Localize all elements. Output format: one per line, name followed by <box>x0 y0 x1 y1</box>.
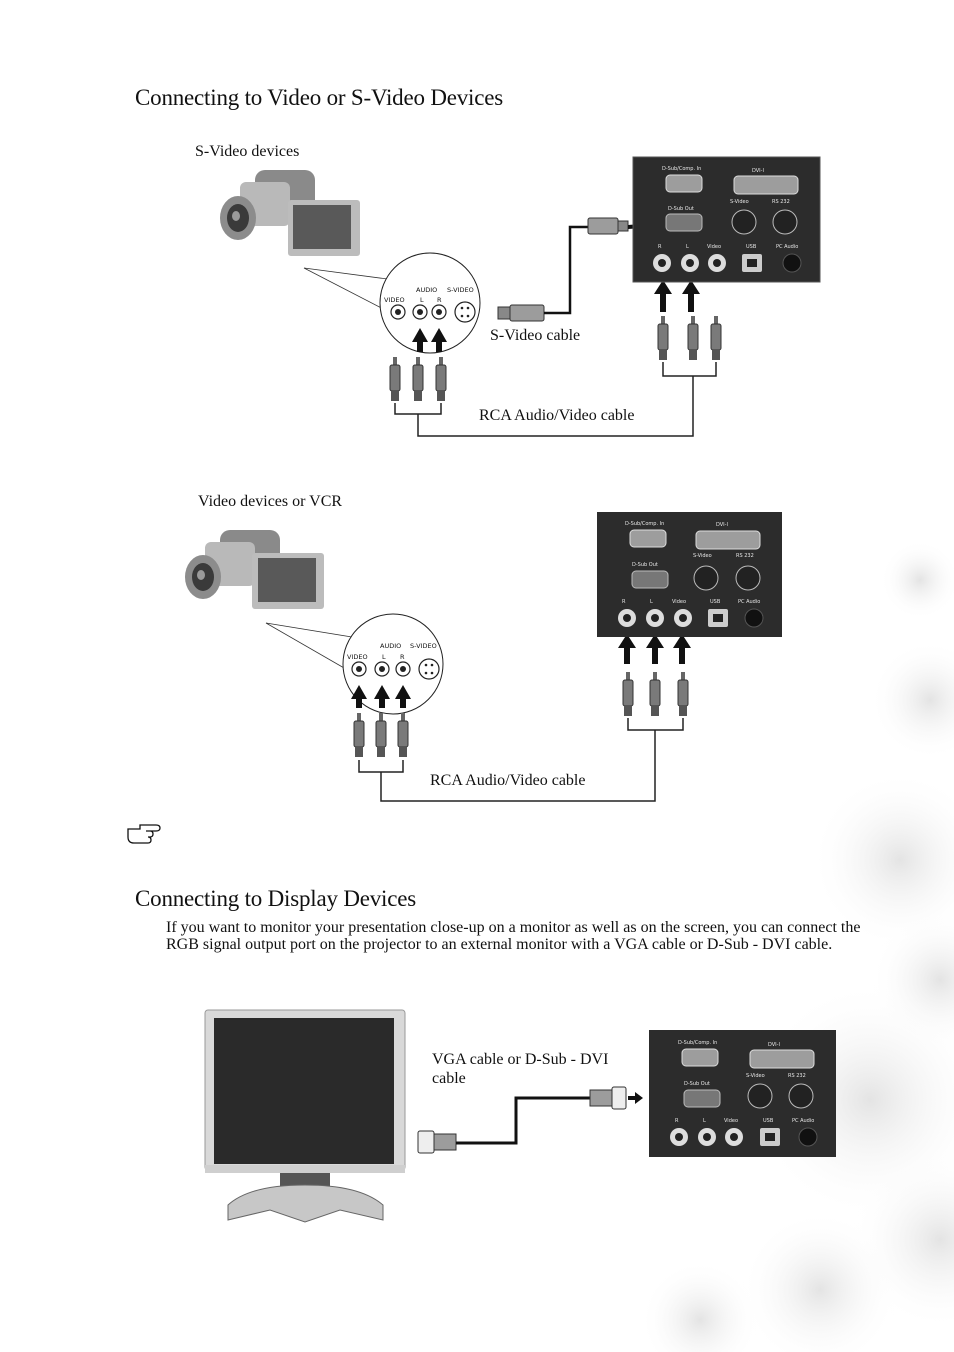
cam2-video-label: VIDEO <box>347 653 368 661</box>
pnl3-rs232-label: RS 232 <box>788 1073 806 1079</box>
pnl2-video-label: Video <box>672 599 686 605</box>
pnl3-video-label: Video <box>724 1118 738 1124</box>
monitor-illustration <box>204 1009 406 1223</box>
pnl1-r-label: R <box>658 244 662 250</box>
pnl3-pc-audio-label: PC Audio <box>792 1118 814 1124</box>
pnl3-dvi-label: DVI-I <box>768 1042 780 1048</box>
cam-video-label: VIDEO <box>384 296 405 304</box>
camcorder-illustration <box>220 170 360 256</box>
pnl2-pc-audio-label: PC Audio <box>738 599 760 605</box>
pnl2-dsub-out-label: D-Sub Out <box>632 562 658 568</box>
vga-cable <box>417 1086 643 1154</box>
pnl1-rs232-label: RS 232 <box>772 199 790 205</box>
cam2-r-label: R <box>400 653 405 661</box>
svideo-cable-label: S-Video cable <box>490 327 581 344</box>
projector-io-panel-2: D-Sub/Comp. In DVI-I D-Sub Out S-Video R… <box>597 512 782 637</box>
camcorder-illustration-2 <box>185 530 324 609</box>
pnl2-r-label: R <box>622 599 626 605</box>
cam-r-label: R <box>437 296 442 304</box>
pnl2-rs232-label: RS 232 <box>736 553 754 559</box>
pnl1-pc-audio-label: PC Audio <box>776 244 798 250</box>
pnl3-svideo-label: S-Video <box>746 1073 765 1079</box>
projector-io-panel-3: D-Sub/Comp. In DVI-I D-Sub Out S-Video R… <box>649 1030 836 1157</box>
video-devices-label: Video devices or VCR <box>198 493 343 510</box>
pnl1-usb-label: USB <box>746 244 757 250</box>
pnl2-svideo-label: S-Video <box>693 553 712 559</box>
cam2-audio-label: AUDIO <box>380 642 401 650</box>
section-title-display: Connecting to Display Devices <box>135 886 417 911</box>
pnl3-usb-label: USB <box>763 1118 774 1124</box>
vga-cable-label: VGA cable or D-Sub - DVI cable <box>432 1051 609 1087</box>
projector-io-panel-1: D-Sub/Comp. In DVI-I D-Sub Out S-Video R… <box>632 156 821 283</box>
cam-svideo-label: S-VIDEO <box>447 286 474 294</box>
pnl3-dsub-comp-label: D-Sub/Comp. In <box>678 1040 717 1046</box>
rca-cable-label-2: RCA Audio/Video cable <box>430 772 586 789</box>
pnl2-l-label: L <box>650 599 653 605</box>
svideo-devices-label: S-Video devices <box>195 143 300 160</box>
pnl3-r-label: R <box>675 1118 679 1124</box>
section-title-video: Connecting to Video or S-Video Devices <box>135 85 504 110</box>
pnl3-l-label: L <box>703 1118 706 1124</box>
pnl1-svideo-label: S-Video <box>730 199 749 205</box>
pnl1-dsub-comp-label: D-Sub/Comp. In <box>662 166 701 172</box>
pnl2-dvi-label: DVI-I <box>716 522 728 528</box>
rca-plugs-camera <box>389 357 447 401</box>
display-paragraph: If you want to monitor your presentation… <box>166 919 861 953</box>
pointing-hand-note-icon <box>127 824 161 844</box>
pnl1-dvi-label: DVI-I <box>752 168 764 174</box>
cam2-svideo-label: S-VIDEO <box>410 642 437 650</box>
pnl1-l-label: L <box>686 244 689 250</box>
pnl1-video-label: Video <box>707 244 721 250</box>
pnl2-usb-label: USB <box>710 599 721 605</box>
pnl1-dsub-out-label: D-Sub Out <box>668 206 694 212</box>
pnl2-dsub-comp-label: D-Sub/Comp. In <box>625 521 664 527</box>
cam-audio-label: AUDIO <box>416 286 437 294</box>
cam-l-label: L <box>420 296 424 304</box>
rca-cable-label-1: RCA Audio/Video cable <box>479 407 635 424</box>
cam2-l-label: L <box>382 653 386 661</box>
pnl3-dsub-out-label: D-Sub Out <box>684 1081 710 1087</box>
